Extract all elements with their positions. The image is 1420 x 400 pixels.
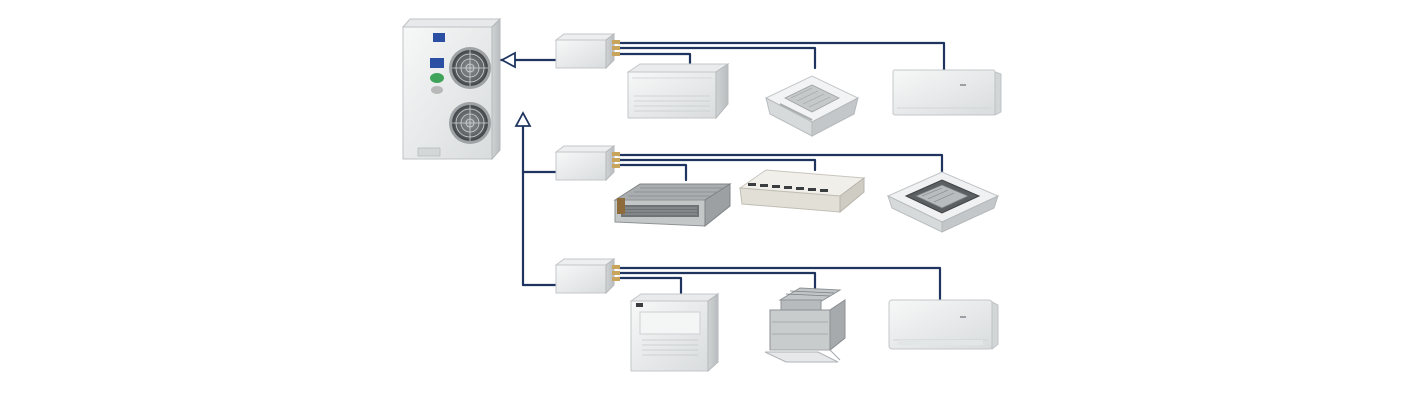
ducted-vertical-unit-icon	[765, 288, 845, 362]
branch-pipe	[618, 278, 681, 293]
pipe-fitting-icon	[612, 52, 620, 56]
flow-arrow-icon	[516, 113, 530, 126]
pipe-fitting-icon	[612, 265, 620, 269]
branch-pipe	[618, 165, 686, 180]
ducted-unit-icon	[615, 184, 730, 226]
floor-standing-unit-icon	[631, 294, 718, 371]
pipe-fitting-icon	[612, 40, 620, 44]
flow-arrow-icon	[502, 53, 515, 67]
branch-box-icon	[556, 146, 620, 180]
pipe-fitting-icon	[612, 271, 620, 275]
pipe-fitting-icon	[612, 277, 620, 281]
branch-box-icon	[556, 34, 620, 68]
pipe-fitting-icon	[612, 46, 620, 50]
cassette-unit-icon	[888, 172, 998, 232]
pipe-fitting-icon	[612, 164, 620, 168]
branch-box-icon	[556, 259, 620, 293]
ceiling-suspended-unit-icon	[740, 170, 864, 212]
branch-pipe	[618, 273, 815, 288]
pipe-fitting-icon	[612, 158, 620, 162]
ceiling-floor-unit-icon	[628, 64, 728, 118]
branch-pipe	[618, 155, 942, 172]
wall-mounted-unit-icon	[889, 300, 998, 349]
wall-mounted-unit-icon	[893, 70, 1001, 115]
outdoor-unit-two-fan-icon	[403, 19, 500, 159]
pipe-fitting-icon	[612, 152, 620, 156]
cassette-unit-icon	[766, 76, 858, 136]
